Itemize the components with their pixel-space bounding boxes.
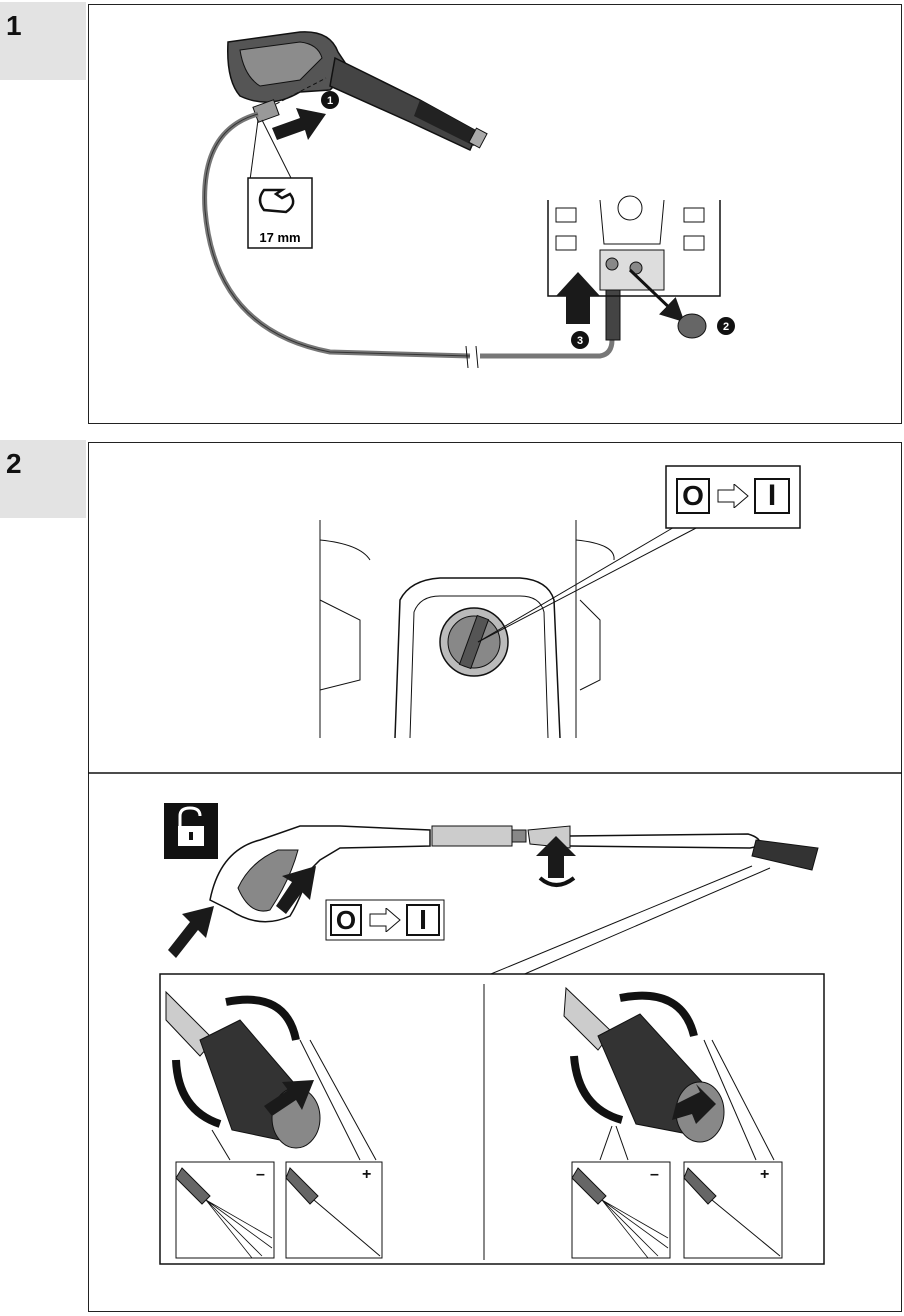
trigger-on-label: I bbox=[419, 904, 427, 935]
spray-box-right-minus bbox=[571, 1161, 671, 1259]
trigger-off-label: O bbox=[335, 905, 357, 935]
switch-arrow-icon bbox=[716, 484, 750, 508]
protective-cap bbox=[677, 313, 707, 339]
figure-1-number: 1 bbox=[6, 10, 22, 41]
spray-gun-illustration bbox=[227, 31, 488, 152]
spray-box-left-plus bbox=[285, 1161, 383, 1259]
switch-on-symbol: I bbox=[754, 478, 790, 514]
step-2-label: 2 bbox=[723, 321, 729, 333]
switch-off-label: O bbox=[682, 480, 704, 511]
switch-on-label: I bbox=[767, 479, 777, 512]
trigger-arrow-icon bbox=[368, 908, 402, 932]
lance-twist-arrow bbox=[538, 876, 576, 887]
step-1-badge bbox=[321, 91, 339, 109]
unlock-icon bbox=[178, 806, 202, 826]
figure-2-number: 2 bbox=[6, 448, 22, 479]
wrench-icon bbox=[258, 188, 295, 214]
hose-outlet-fitting bbox=[605, 283, 621, 341]
nozzle-detail-narrow bbox=[165, 990, 377, 1161]
lance-insert-arrow bbox=[536, 836, 576, 878]
step-3-label: 3 bbox=[577, 335, 583, 347]
spray-box-left-minus bbox=[175, 1161, 275, 1259]
spray-left-minus-label: – bbox=[256, 1166, 265, 1183]
hose bbox=[202, 111, 471, 359]
figure-2-switch-illustration bbox=[319, 465, 801, 739]
lance-tube bbox=[569, 833, 761, 849]
spray-nozzle bbox=[751, 839, 819, 871]
push-arrow-1 bbox=[272, 108, 326, 140]
switch-off-symbol: O bbox=[676, 478, 710, 514]
step-1-label: 1 bbox=[327, 95, 333, 107]
spray-box-right-plus bbox=[683, 1161, 783, 1259]
figure-1-illustration: 1 17 mm 2 bbox=[202, 31, 735, 369]
push-up-arrow-3 bbox=[556, 272, 600, 324]
trigger-lock-arrow bbox=[168, 906, 214, 958]
step-3-badge bbox=[571, 331, 589, 349]
figure-1-tab: 1 bbox=[0, 2, 86, 80]
cap-remove-arrow bbox=[628, 268, 685, 323]
trigger-off-symbol: O bbox=[330, 904, 362, 936]
trigger-press-arrow bbox=[276, 866, 316, 914]
pressure-washer-base bbox=[547, 195, 721, 297]
figure-2-tab: 2 bbox=[0, 440, 86, 518]
spray-left-plus-label: + bbox=[362, 1166, 372, 1183]
hose-connector bbox=[252, 77, 327, 123]
trigger-on-symbol: I bbox=[406, 904, 440, 936]
spray-right-plus-label: + bbox=[760, 1166, 770, 1183]
spray-right-minus-label: – bbox=[650, 1166, 659, 1183]
figure-2-lance-illustration bbox=[159, 803, 825, 1265]
wrench-size-label: 17 mm bbox=[259, 230, 300, 245]
nozzle-detail-wide bbox=[563, 986, 775, 1161]
step-2-badge bbox=[717, 317, 735, 335]
gun-barrel bbox=[431, 825, 513, 847]
